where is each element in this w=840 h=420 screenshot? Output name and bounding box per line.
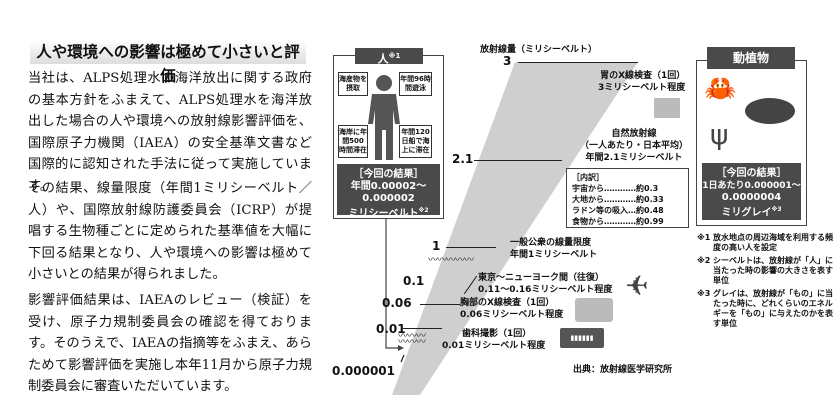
lungs-icon <box>575 298 613 322</box>
section-heading: 人や環境への影響は極めて小さいと評価 <box>30 40 306 85</box>
tick-0-1: 0.1 <box>403 274 425 288</box>
teeth-icon: ▮▮▮▮▮▮ <box>560 328 604 348</box>
flight-label: 東京～ニューヨーク間（往復）0.11～0.16ミリシーベルト程度 <box>478 273 613 295</box>
tick-line-1 <box>446 247 496 249</box>
tick-0-06: 0.06 <box>382 296 412 310</box>
person-icon <box>368 75 400 160</box>
fish-icon <box>745 98 795 124</box>
chest-xray-label: 胸部のX線検査（1回）0.06ミリシーベルト程度 <box>460 298 564 320</box>
condition-beach: 海岸に年間500時間滞在 <box>338 125 368 158</box>
tick-line-0-01 <box>402 328 442 330</box>
source: 出典：放射線医学研究所 <box>573 365 673 375</box>
stomach-xray-label: 胃のX線検査（1回）3ミリシーベルト程度 <box>598 71 686 93</box>
arrow-head <box>398 345 404 351</box>
crab-icon: 🦀 <box>704 74 737 104</box>
dental-label: 歯科撮影（1回）0.01ミリシーベルト程度 <box>442 329 546 351</box>
condition-seafood: 海産物を摂取 <box>338 72 368 96</box>
stomach-icon <box>654 98 680 118</box>
tick-1: 1 <box>432 239 441 253</box>
natural-radiation-label: 自然放射線（一人あたり・日本平均）年間2.1ミリシーベルト <box>580 129 689 163</box>
tick-line-0-06 <box>420 304 460 306</box>
paragraph-1: 当社は、ALPS処理水の海洋放出に関する政府の基本方針をふまえて、ALPS処理水… <box>28 71 312 194</box>
paragraph-2: その結果、線量限度（年間1ミリシーベルト／人）や、国際放射線防護委員会（ICRP… <box>28 181 312 282</box>
human-arrow <box>385 218 398 349</box>
tick-0-01: 0.01 <box>376 322 406 336</box>
axis-title: 放射線量（ミリシーベルト） <box>480 45 598 55</box>
condition-swim: 年間96時間遊泳 <box>399 72 432 96</box>
break-wave-2: 〰〰〰〰〰〰 <box>398 331 426 348</box>
animals-title: 動植物 <box>707 47 795 69</box>
seaweed-icon: ψ <box>710 118 729 151</box>
tick-line-3 <box>518 62 638 64</box>
tick-0-000001: 0.000001 <box>332 364 396 378</box>
paragraph-3: 影響評価結果は、IAEAのレビュー（検証）を受け、原子力規制委員会の確認を得てお… <box>28 293 312 394</box>
tick-3: 3 <box>503 54 512 68</box>
tick-line-2-1 <box>474 160 562 162</box>
public-limit-label: 一般公衆の線量限度年間1ミリシーベルト <box>510 238 598 260</box>
tick-2-1: 2.1 <box>452 152 474 166</box>
condition-boat: 年間120日船で海上に滞在 <box>399 125 432 158</box>
human-title: 人※1 <box>355 48 423 66</box>
breakdown-box: ［内訳］ 宇宙から…………約0.3 大地から…………約0.33 ラドン等の吸入…… <box>566 168 689 228</box>
airplane-icon: ✈ <box>625 268 649 301</box>
funnel-shape <box>392 62 638 395</box>
break-wave: 〰〰〰〰〰 <box>428 255 474 266</box>
